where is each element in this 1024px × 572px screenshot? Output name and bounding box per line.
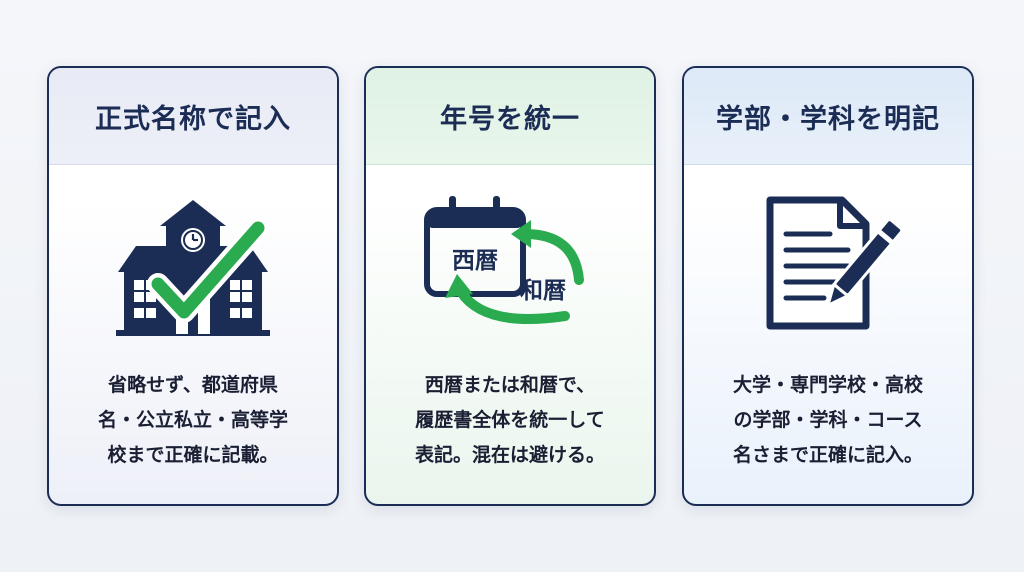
card-description: 大学・専門学校・高校 の学部・学科・コース 名さまで正確に記入。 xyxy=(684,368,972,473)
desc-line: 名・公立私立・高等学 xyxy=(97,409,288,431)
desc-line: 表記。混在は避ける。 xyxy=(414,444,605,466)
card-header: 年号を統一 xyxy=(366,68,654,165)
school-building-checkmark-icon xyxy=(49,178,337,348)
card-header: 学部・学科を明記 xyxy=(684,68,972,165)
desc-line: 省略せず、都道府県 xyxy=(108,374,278,396)
desc-line: 履歴書全体を統一して xyxy=(415,409,605,431)
document-pen-icon xyxy=(684,178,972,348)
wareki-label: 和暦 xyxy=(520,278,566,304)
desc-line: 校まで正確に記載。 xyxy=(107,444,279,466)
desc-line: 西暦または和暦で、 xyxy=(424,374,596,396)
card-faculty-department: 学部・学科を明記 大学・専門学校・高校 の学部・学科・コース 名さまで正確に xyxy=(682,66,974,506)
card-description: 西暦または和暦で、 履歴書全体を統一して 表記。混在は避ける。 xyxy=(366,368,654,473)
desc-line: 大学・専門学校・高校 xyxy=(732,374,923,396)
card-official-name: 正式名称で記入 xyxy=(47,66,339,506)
calendar-cycle-icon: 西暦 和暦 xyxy=(366,178,654,348)
seireki-label: 西暦 xyxy=(452,248,498,274)
card-title: 正式名称で記入 xyxy=(95,103,291,135)
desc-line: 名さまで正確に記入。 xyxy=(732,444,923,466)
card-header: 正式名称で記入 xyxy=(49,68,337,165)
card-era-unify: 年号を統一 西暦 和暦 西暦または和暦で、 履歴書全体を統一して 表記。混在は避… xyxy=(364,66,656,506)
card-description: 省略せず、都道府県 名・公立私立・高等学 校まで正確に記載。 xyxy=(49,368,337,473)
card-title: 学部・学科を明記 xyxy=(716,103,940,135)
desc-line: の学部・学科・コース xyxy=(733,409,923,431)
card-title: 年号を統一 xyxy=(440,103,580,135)
